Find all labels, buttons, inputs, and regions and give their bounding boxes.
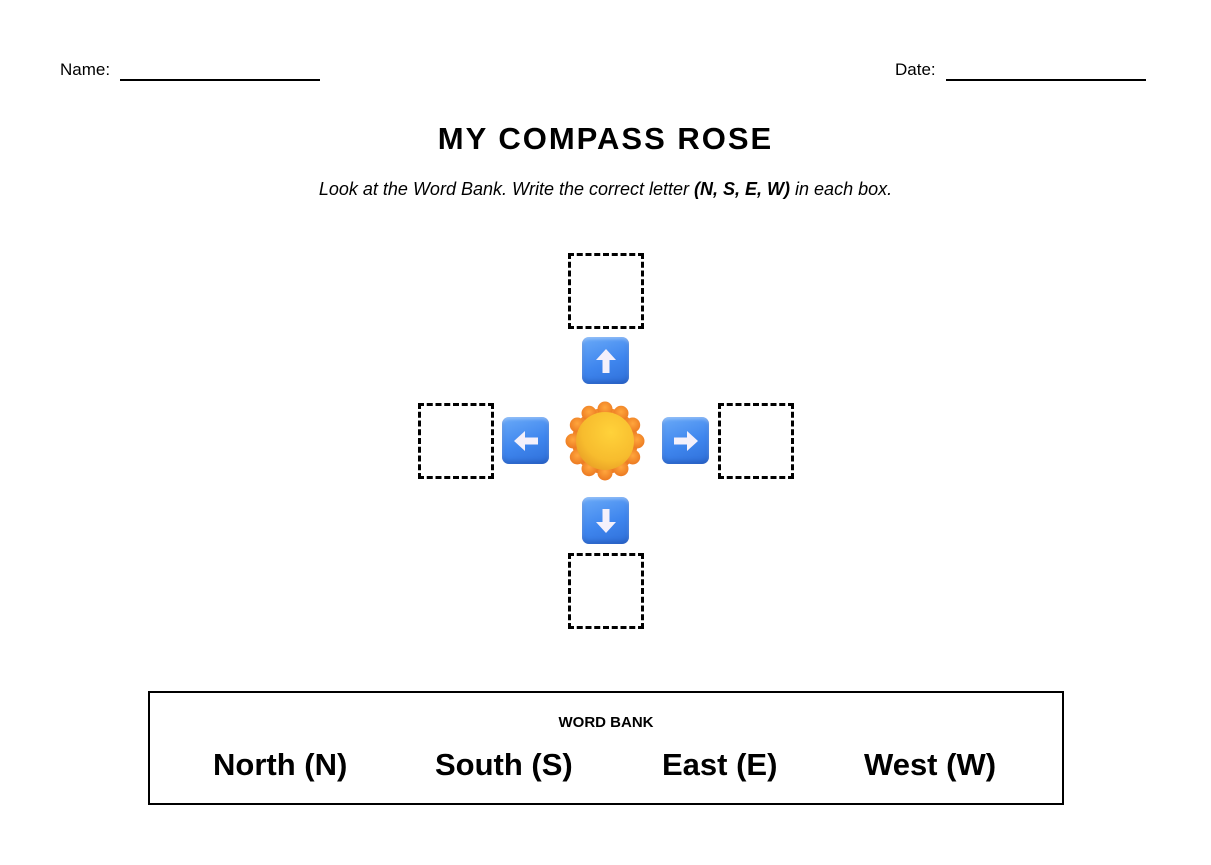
answer-box-north[interactable] xyxy=(568,253,644,329)
instructions-letters: (N, S, E, W) xyxy=(694,179,791,199)
name-label: Name: xyxy=(60,60,111,79)
date-blank-line[interactable] xyxy=(945,79,1146,81)
name-blank-line[interactable] xyxy=(120,79,321,81)
word-bank-item-west: West (W) xyxy=(864,747,997,782)
sun-glyph xyxy=(565,401,645,481)
page-title: MY COMPASS ROSE xyxy=(437,121,774,156)
arrow-right-icon xyxy=(662,417,709,464)
arrow-left-icon xyxy=(502,417,549,464)
instructions: Look at the Word Bank. Write the correct… xyxy=(0,179,1211,200)
word-bank-item-north: North (N) xyxy=(213,747,348,782)
date-label: Date: xyxy=(895,60,936,79)
word-bank: WORD BANK North (N) South (S) East (E) W… xyxy=(148,691,1064,805)
answer-box-east[interactable] xyxy=(718,403,794,479)
arrow-up-glyph xyxy=(595,348,616,373)
arrow-right-glyph xyxy=(673,430,698,451)
sun-icon xyxy=(565,401,645,481)
instructions-text-before: Look at the Word Bank. Write the correct… xyxy=(318,179,695,199)
instructions-text-after: in each box. xyxy=(790,179,893,199)
date-field: Date: xyxy=(895,60,1146,81)
answer-box-south[interactable] xyxy=(568,553,644,629)
answer-box-west[interactable] xyxy=(418,403,494,479)
arrow-down-icon xyxy=(582,497,629,544)
word-bank-title: WORD BANK xyxy=(558,714,654,731)
name-field: Name: xyxy=(60,60,321,81)
word-bank-item-south: South (S) xyxy=(435,747,573,782)
arrow-left-glyph xyxy=(513,430,538,451)
arrow-up-icon xyxy=(582,337,629,384)
arrow-down-glyph xyxy=(595,508,616,533)
word-bank-item-east: East (E) xyxy=(662,747,778,782)
